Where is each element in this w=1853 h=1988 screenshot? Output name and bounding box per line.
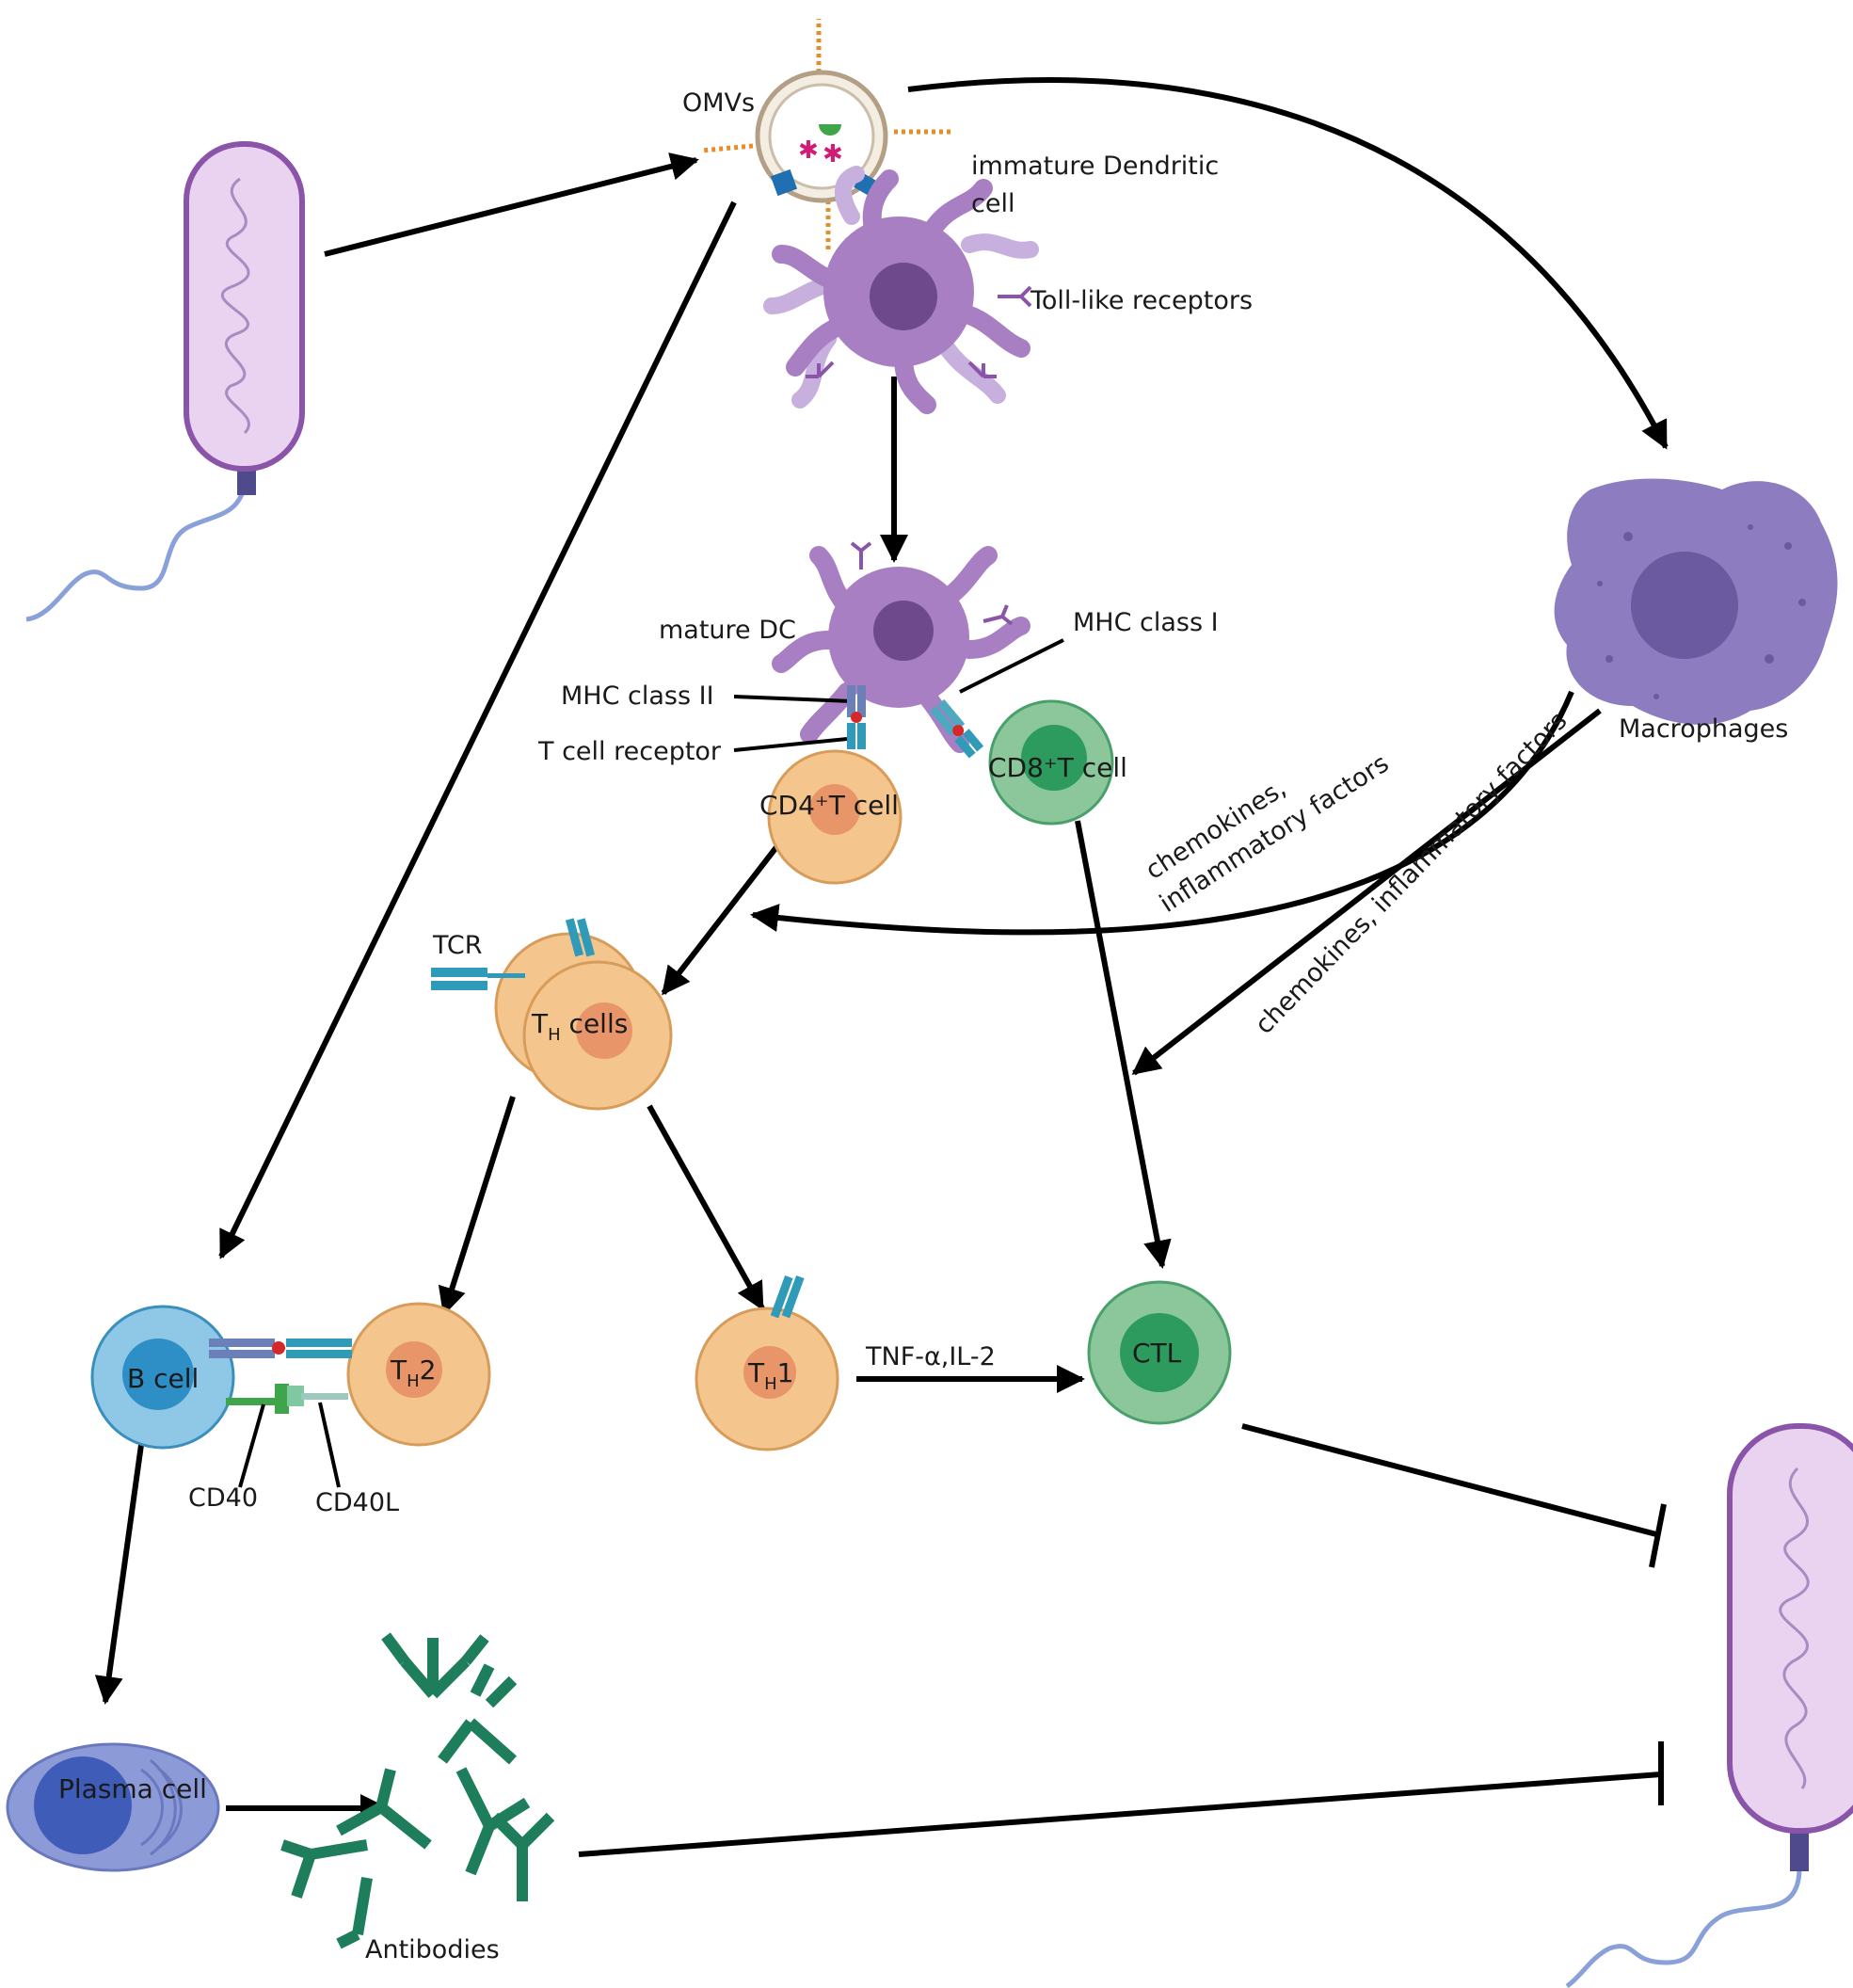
svg-text:✱: ✱ bbox=[823, 140, 843, 168]
ctl-nucleus bbox=[1120, 1313, 1199, 1392]
mhc-class-1-label: MHC class I bbox=[1073, 608, 1219, 637]
mature-dc-label: mature DC bbox=[659, 616, 796, 645]
inhibit-antibodies-to-bacterium bbox=[578, 1772, 1662, 1857]
bacterium-right-dna bbox=[1779, 1467, 1810, 1789]
macrophage-nucleus bbox=[1631, 552, 1738, 659]
arrow-th-to-th2 bbox=[438, 1096, 516, 1316]
th2-nucleus bbox=[386, 1341, 442, 1398]
antibodies: Antibodies bbox=[280, 1632, 555, 1964]
omv-receptor-1 bbox=[770, 168, 798, 197]
plasma-nucleus bbox=[34, 1756, 132, 1854]
omvs-label: OMVs bbox=[682, 88, 755, 118]
svg-text:✱: ✱ bbox=[798, 136, 819, 165]
b-cell: B cell bbox=[90, 1305, 235, 1450]
bacterium-left bbox=[25, 141, 305, 622]
arrow-th-to-th1 bbox=[647, 1104, 765, 1311]
arrow-b-to-plasma bbox=[94, 1444, 144, 1705]
toll-like-label: Toll-like receptors bbox=[1030, 286, 1253, 315]
omv-cargo bbox=[819, 124, 841, 136]
cd8-t-cell: CD8⁺T cell bbox=[988, 699, 1127, 826]
cd4-label: CD4⁺T cell bbox=[759, 790, 899, 821]
b-th2-synapse: CD40 CD40L bbox=[188, 1339, 399, 1517]
th-cells: TCR TH cells bbox=[431, 918, 673, 1111]
th1-cell: TH1 TNF-α,IL-2 bbox=[695, 1275, 996, 1451]
cd4-t-cell: CD4⁺T cell bbox=[759, 749, 903, 885]
bacterium-right bbox=[1565, 1423, 1853, 1988]
immature-dc-nucleus bbox=[870, 263, 937, 330]
cd8-nucleus bbox=[1021, 725, 1087, 791]
chemokines-label-2: chemokines, inflammatory factors bbox=[1250, 706, 1573, 1039]
plasma-label: Plasma cell bbox=[58, 1773, 207, 1804]
mhc-complexes: MHC class II T cell receptor MHC class I bbox=[537, 608, 1219, 766]
b-cell-nucleus bbox=[122, 1339, 194, 1410]
arrow-macrophage-to-ctl-chem bbox=[1131, 708, 1602, 1076]
ctl-label: CTL bbox=[1132, 1338, 1182, 1369]
bacterium-body bbox=[184, 141, 305, 472]
macrophage: Macrophages bbox=[1554, 478, 1838, 744]
b-cell-label: B cell bbox=[127, 1363, 199, 1394]
cd4-nucleus bbox=[809, 784, 860, 835]
arrows bbox=[94, 77, 1669, 1857]
inhibit-ctl-to-bacterium bbox=[1241, 1423, 1657, 1537]
immature-dc-label-2: cell bbox=[971, 189, 1014, 218]
omv-inner bbox=[768, 83, 875, 190]
antibodies-label: Antibodies bbox=[365, 1935, 500, 1964]
bacterium-right-hook bbox=[1790, 1826, 1809, 1871]
arrow-bacterium-to-omvs bbox=[324, 152, 699, 257]
th-cells-label: TH cells bbox=[531, 1008, 628, 1045]
arrow-omvs-to-macrophages bbox=[907, 77, 1669, 450]
bacterium-dna bbox=[221, 177, 250, 435]
immature-dendritic-cell: immature Dendritic cell Toll-like recept… bbox=[763, 152, 1253, 414]
omv-vesicle: ✱ ✱ OMVs bbox=[682, 19, 950, 249]
th1-label: TH1 bbox=[747, 1357, 793, 1394]
arrow-cd4-to-th bbox=[661, 845, 779, 996]
cd8-label: CD8⁺T cell bbox=[988, 752, 1127, 783]
arrow-omvs-to-b-cell bbox=[218, 200, 737, 1259]
tnf-label: TNF-α,IL-2 bbox=[865, 1342, 996, 1371]
arrow-cd8-to-ctl bbox=[1075, 820, 1172, 1269]
arrow-macrophage-to-cd4 bbox=[750, 690, 1574, 936]
mhc-class-2-label: MHC class II bbox=[561, 681, 714, 711]
macrophages-label: Macrophages bbox=[1619, 714, 1788, 744]
ctl-cell: CTL bbox=[1087, 1280, 1232, 1425]
th2-cell: TH2 bbox=[346, 1302, 491, 1447]
cd40-label: CD40 bbox=[188, 1483, 258, 1513]
flagellum-right bbox=[1565, 1868, 1802, 1988]
t-cell-receptor-label: T cell receptor bbox=[537, 737, 722, 766]
tcr-label: TCR bbox=[432, 931, 483, 960]
cd40l-label: CD40L bbox=[315, 1488, 399, 1517]
th1-nucleus bbox=[743, 1346, 796, 1399]
immature-dc-label-1: immature Dendritic bbox=[971, 152, 1219, 181]
inhibit-bar-ctl bbox=[1649, 1503, 1667, 1568]
mature-dc-nucleus bbox=[873, 601, 934, 661]
plasma-cell: Plasma cell bbox=[6, 1742, 220, 1872]
flagellum bbox=[25, 465, 249, 622]
th2-label: TH2 bbox=[390, 1355, 436, 1391]
bacterium-right-body bbox=[1727, 1423, 1853, 1834]
mature-dendritic-cell: mature DC bbox=[659, 541, 1030, 753]
